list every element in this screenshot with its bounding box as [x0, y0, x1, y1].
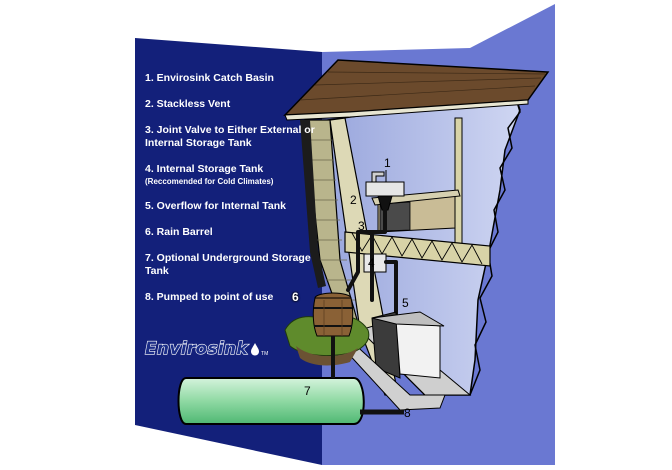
faucet: [371, 171, 385, 183]
legend-item-8: 8. Pumped to point of use: [145, 291, 274, 303]
pipe-to-barrel: [346, 230, 374, 292]
catch-basin: [377, 195, 393, 211]
legend-item-2: 2. Stackless Vent: [145, 98, 231, 110]
pipe-vent: [370, 208, 387, 302]
basement-tank-top: [371, 311, 445, 327]
water-drop-icon: [251, 343, 260, 356]
legend-item-1: 1. Envirosink Catch Basin: [145, 72, 274, 84]
basement-tank-dark: [371, 311, 401, 379]
callout-8: 8: [404, 406, 411, 420]
legend: 1. Envirosink Catch Basin 2. Stackless V…: [145, 72, 315, 317]
legend-item-3: 3. Joint Valve to Either External or Int…: [145, 124, 315, 149]
legend-panel: [135, 38, 322, 465]
legend-item-7: 7. Optional Underground Storage Tank: [145, 252, 311, 277]
callout-2: 2: [350, 193, 357, 207]
pipe-overflow: [384, 260, 398, 322]
rain-barrel: [312, 292, 354, 337]
legend-item-4-note: (Reccomended for Cold Climates): [145, 177, 274, 186]
legend-item-5: 5. Overflow for Internal Tank: [145, 200, 287, 212]
downspout: [300, 120, 326, 288]
wall-stud: [454, 117, 463, 251]
roof-fascia: [284, 99, 529, 121]
basement-tank-white: [395, 319, 441, 379]
callout-7: 7: [304, 384, 311, 398]
callout-4: 4: [368, 256, 375, 270]
legend-item-4: 4. Internal Storage Tank(Reccomended for…: [145, 163, 315, 187]
underground-tank: [177, 377, 365, 425]
logo-trademark: TM: [261, 351, 269, 357]
broken-wall-edge: [469, 94, 521, 396]
callout-5: 5: [402, 296, 409, 310]
envirosink-logo: Envirosink TM: [144, 338, 269, 360]
soil: [296, 346, 358, 366]
legend-item-6: 6. Rain Barrel: [145, 226, 213, 238]
sink-basin: [365, 181, 405, 197]
logo-wordmark: Envirosink: [144, 338, 249, 359]
callout-1: 1: [384, 156, 391, 170]
countertop: [371, 189, 461, 206]
callout-3: 3: [358, 219, 365, 233]
callout-6: 6: [292, 290, 299, 304]
